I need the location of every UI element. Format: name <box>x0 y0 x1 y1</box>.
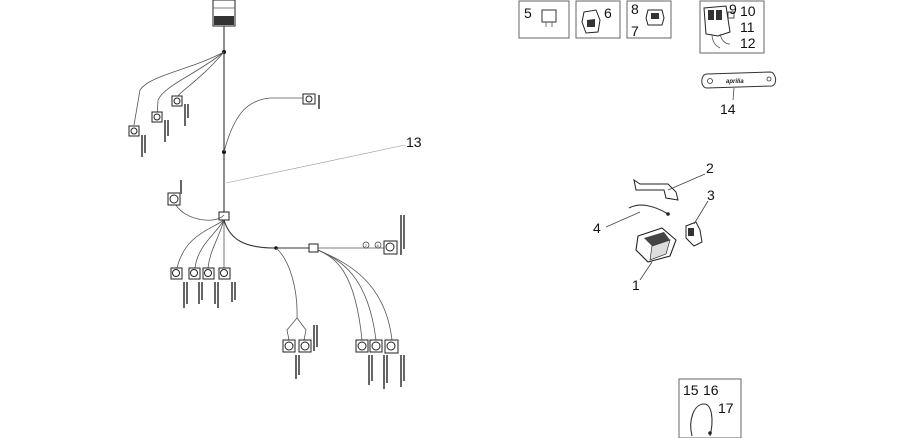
battery-group: 2 4 3 1 <box>593 160 715 293</box>
connector-label-marks <box>141 95 405 389</box>
part-box-5: 5 <box>518 0 570 39</box>
callout-5: 5 <box>524 5 532 21</box>
callout-17: 17 <box>718 400 734 416</box>
connector-br-2 <box>369 339 383 353</box>
callout-2: 2 <box>706 160 714 176</box>
connector-low-4 <box>218 267 231 280</box>
callout-12: 12 <box>740 35 756 51</box>
part-4-strap: 4 <box>593 204 670 236</box>
logo-text: aprilia <box>726 79 744 85</box>
callout-1: 1 <box>632 277 640 293</box>
callout-6: 6 <box>604 5 612 21</box>
callout-8: 8 <box>631 1 639 17</box>
part-box-15-17: 15 16 17 <box>678 378 742 438</box>
connector-mid-1 <box>282 339 296 353</box>
connector-right-top <box>302 93 316 105</box>
main-connector-top <box>212 0 236 27</box>
callout-9: 9 <box>729 1 737 17</box>
connector-sensor <box>167 192 181 206</box>
callout-7: 7 <box>631 23 639 39</box>
callout-3: 3 <box>707 187 715 203</box>
callout-14: 14 <box>720 101 736 117</box>
callout-15: 15 <box>683 382 699 398</box>
connector-mid-2 <box>298 339 312 353</box>
connector-low-3 <box>202 267 215 280</box>
part-box-9-12: 9 10 11 12 <box>699 0 765 54</box>
callout-13: 13 <box>406 134 422 150</box>
connector-left-2 <box>151 111 163 123</box>
callout-16: 16 <box>703 382 719 398</box>
harness-connectors <box>128 93 399 354</box>
part-3-clip: 3 <box>685 187 715 247</box>
connector-br-3 <box>384 339 399 354</box>
connector-right-end <box>383 240 398 255</box>
connector-left-1 <box>128 125 140 137</box>
callout-10: 10 <box>740 3 756 19</box>
main-harness: 2 8 <box>133 0 406 341</box>
part-14-key-tag: aprilia 14 <box>701 71 777 117</box>
connector-low-1 <box>170 267 183 280</box>
circle-mark-b: 8 <box>377 243 380 248</box>
connector-left-3 <box>171 95 183 107</box>
callout-11: 11 <box>740 19 755 35</box>
part-box-7-8: 8 7 <box>626 0 672 39</box>
circle-mark-a: 2 <box>365 243 368 248</box>
part-2-bracket: 2 <box>633 160 714 201</box>
part-box-6: 6 <box>575 0 621 39</box>
callout-4: 4 <box>593 220 601 236</box>
part-1-battery: 1 <box>632 227 677 293</box>
connector-br-1 <box>355 339 369 353</box>
connector-low-2 <box>188 267 201 280</box>
